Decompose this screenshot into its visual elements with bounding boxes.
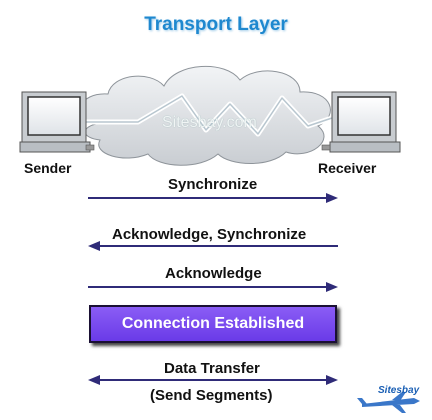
data-transfer-label: Data Transfer — [164, 360, 260, 377]
data-transfer-arrow — [88, 375, 338, 385]
diagram-title: Transport Layer — [144, 14, 288, 35]
receiver-computer-icon — [321, 91, 401, 153]
receiver-label: Receiver — [318, 160, 377, 176]
connection-established-banner: Connection Established — [89, 305, 337, 343]
synchronize-label: Synchronize — [168, 176, 258, 193]
send-segments-label: (Send Segments) — [150, 387, 273, 404]
synchronize-arrow — [88, 193, 338, 203]
sender-computer-icon — [19, 91, 95, 153]
acknowledge-synchronize-arrow — [88, 241, 338, 251]
sender-label: Sender — [24, 160, 72, 176]
logo-text: Sitesbay — [378, 385, 420, 396]
acknowledge-label: Acknowledge — [165, 265, 262, 282]
watermark-text: Sitesbay.com — [162, 114, 257, 131]
sitesbay-logo — [357, 392, 420, 413]
acknowledge-synchronize-label: Acknowledge, Synchronize — [112, 226, 307, 243]
acknowledge-arrow — [88, 282, 338, 292]
